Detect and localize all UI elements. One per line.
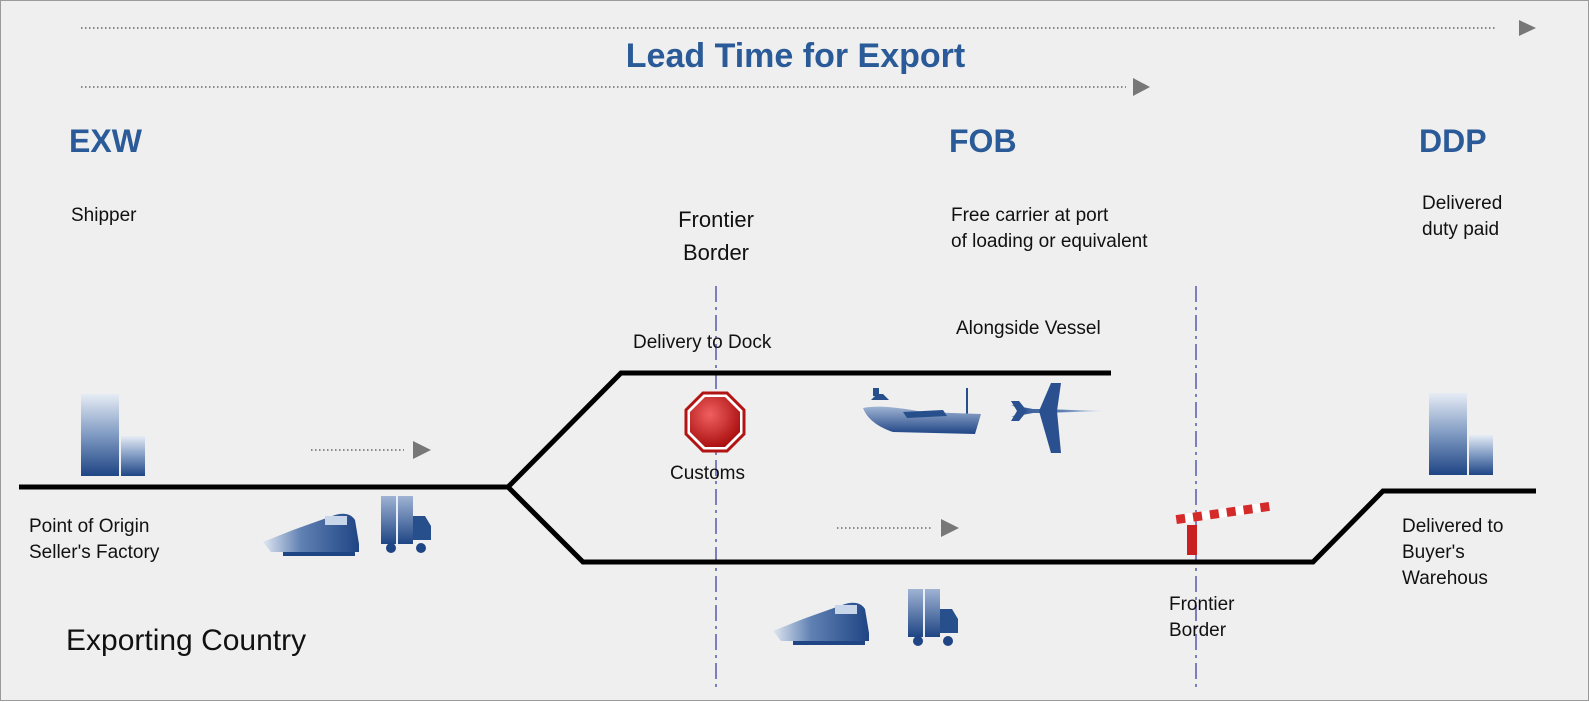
delivered-to-buyer-line-2: Buyer's	[1402, 542, 1465, 563]
delivered-duty-paid-line-2: duty paid	[1422, 219, 1500, 240]
free-carrier-line-2: of loading or equivalent	[951, 231, 1148, 252]
frontier-border-bottom-line-2: Border	[1169, 620, 1227, 641]
alongside-vessel-label: Alongside Vessel	[956, 318, 1101, 339]
point-of-origin-line-2: Seller's Factory	[29, 542, 160, 563]
shipper-label: Shipper	[71, 205, 137, 226]
point-of-origin-label: Point of Origin Seller's Factory	[29, 514, 159, 566]
free-carrier-line-1: Free carrier at port	[951, 205, 1109, 226]
delivered-to-buyer-line-3: Warehous	[1402, 568, 1488, 589]
delivered-duty-paid-label: Delivered duty paid	[1422, 191, 1502, 243]
frontier-border-top-label: Frontier Border	[646, 203, 786, 269]
delivered-to-buyer-line-1: Delivered to	[1402, 516, 1504, 537]
frontier-border-top-line-2: Border	[682, 240, 750, 265]
customs-label: Customs	[670, 463, 745, 484]
arrow-right-icon	[1133, 78, 1150, 96]
frontier-border-bottom-line-1: Frontier	[1169, 594, 1235, 615]
truck-icon	[381, 496, 431, 553]
diagram-title: Lead Time for Export	[625, 37, 966, 75]
route-line-main	[19, 370, 1111, 490]
delivered-duty-paid-line-1: Delivered	[1422, 193, 1503, 214]
exporting-country-label: Exporting Country	[66, 624, 307, 657]
truck-icon	[908, 589, 958, 646]
ship-icon	[863, 388, 981, 434]
airplane-icon	[1011, 383, 1106, 453]
term-exw: EXW	[69, 123, 142, 159]
term-ddp: DDP	[1419, 123, 1487, 159]
stop-sign-icon	[684, 391, 746, 453]
train-icon	[773, 602, 869, 645]
point-of-origin-line-1: Point of Origin	[29, 516, 150, 537]
building-icon	[1429, 393, 1493, 475]
free-carrier-label: Free carrier at port of loading or equiv…	[951, 203, 1147, 255]
border-gate-icon	[1175, 502, 1270, 555]
arrow-right-icon	[413, 441, 431, 459]
building-icon	[81, 394, 145, 476]
train-icon	[263, 513, 359, 556]
arrow-right-icon	[941, 519, 959, 537]
term-fob: FOB	[949, 123, 1017, 159]
delivered-to-buyer-label: Delivered to Buyer's Warehous	[1402, 514, 1503, 592]
arrow-right-icon	[1519, 20, 1536, 36]
route-line-lower	[506, 485, 1536, 565]
frontier-border-bottom-label: Frontier Border	[1169, 592, 1234, 644]
frontier-border-top-line-1: Frontier	[678, 207, 754, 232]
delivery-to-dock-label: Delivery to Dock	[633, 332, 772, 353]
